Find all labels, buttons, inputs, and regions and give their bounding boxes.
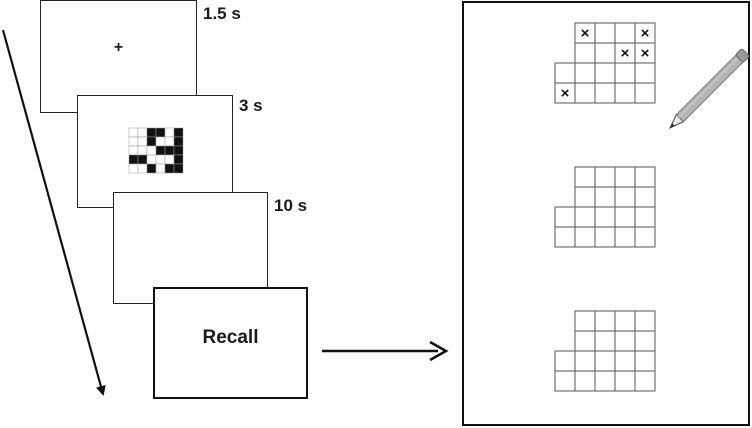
pattern-cell-filled — [173, 154, 184, 165]
pattern-cell-filled — [146, 136, 157, 147]
pattern-cell-filled — [164, 163, 175, 174]
answer-cell[interactable] — [634, 166, 656, 188]
answer-cell[interactable] — [594, 370, 616, 392]
answer-cell[interactable] — [574, 330, 596, 352]
answer-cell[interactable] — [634, 186, 656, 208]
answer-cell[interactable] — [594, 186, 616, 208]
pattern-cell-empty — [128, 127, 139, 138]
answer-cell[interactable] — [554, 62, 576, 84]
answer-mark: × — [561, 85, 570, 102]
answer-cell[interactable] — [594, 82, 616, 104]
answer-cell[interactable] — [574, 82, 596, 104]
answer-cell[interactable] — [554, 206, 576, 228]
answer-cell[interactable] — [574, 370, 596, 392]
answer-cell[interactable] — [614, 82, 636, 104]
answer-mark: × — [621, 45, 630, 62]
pattern-cell-empty — [146, 154, 157, 165]
answer-cell[interactable] — [614, 350, 636, 372]
answer-cell[interactable] — [574, 310, 596, 332]
answer-cell[interactable] — [634, 310, 656, 332]
answer-cell[interactable] — [614, 166, 636, 188]
answer-cell[interactable] — [634, 82, 656, 104]
pattern-cell-filled — [137, 154, 148, 165]
pattern-cell-filled — [164, 145, 175, 156]
pattern-cell-empty — [155, 163, 166, 174]
answer-cell[interactable] — [574, 206, 596, 228]
answer-cell[interactable] — [554, 350, 576, 372]
answer-cell[interactable] — [634, 370, 656, 392]
pattern-cell-filled — [173, 127, 184, 138]
answer-mark: × — [641, 25, 650, 42]
answer-cell[interactable] — [594, 310, 616, 332]
answer-cell[interactable] — [614, 226, 636, 248]
pattern-cell-empty — [164, 127, 175, 138]
pattern-cell-empty — [137, 163, 148, 174]
answer-cell[interactable] — [594, 350, 616, 372]
recall-label: Recall — [202, 327, 259, 348]
answer-cell[interactable] — [594, 206, 616, 228]
answer-cell[interactable] — [634, 62, 656, 84]
pattern-cell-empty — [155, 136, 166, 147]
answer-cell[interactable] — [634, 206, 656, 228]
answer-cell[interactable] — [574, 350, 596, 372]
fixation-screen: + — [40, 0, 197, 113]
fixation-cross: + — [113, 39, 124, 56]
answer-cell[interactable] — [574, 186, 596, 208]
answer-cell[interactable] — [614, 186, 636, 208]
answer-cell[interactable] — [574, 166, 596, 188]
answer-cell[interactable] — [574, 62, 596, 84]
answer-grid-2[interactable] — [554, 166, 658, 250]
pattern-cell-empty — [164, 154, 175, 165]
answer-cell[interactable] — [614, 22, 636, 44]
answer-cell[interactable] — [634, 226, 656, 248]
pattern-cell-filled — [155, 145, 166, 156]
answer-cell[interactable] — [614, 370, 636, 392]
retention-duration: 10 s — [274, 196, 308, 215]
answer-cell[interactable] — [614, 206, 636, 228]
recall-screen: Recall — [153, 287, 308, 399]
pattern-cell-filled — [146, 127, 157, 138]
pattern-cell-filled — [173, 163, 184, 174]
pattern-cell-filled — [173, 136, 184, 147]
answer-cell[interactable] — [634, 330, 656, 352]
answer-cell[interactable] — [574, 42, 596, 64]
answer-cell[interactable] — [554, 226, 576, 248]
answer-cell[interactable] — [614, 310, 636, 332]
answer-cell[interactable] — [594, 166, 616, 188]
pattern-cell-empty — [128, 145, 139, 156]
answer-cell[interactable] — [574, 226, 596, 248]
answer-grid-1[interactable]: × × × × × — [554, 22, 658, 106]
answer-cell[interactable] — [594, 42, 616, 64]
pattern-cell-empty — [155, 154, 166, 165]
answer-cell[interactable] — [594, 62, 616, 84]
pattern-cell-empty — [137, 145, 148, 156]
pattern-cell-empty — [137, 127, 148, 138]
pattern-cell-empty — [146, 145, 157, 156]
pattern-cell-empty — [164, 136, 175, 147]
pattern-cell-filled — [146, 163, 157, 174]
answer-cell[interactable] — [594, 22, 616, 44]
answer-cell[interactable] — [614, 62, 636, 84]
pattern-grid — [128, 127, 184, 174]
pattern-cell-filled — [155, 127, 166, 138]
pattern-cell-empty — [128, 163, 139, 174]
arrow-right-icon — [322, 340, 449, 362]
pattern-cell-empty — [137, 136, 148, 147]
answer-mark: × — [641, 45, 650, 62]
pattern-cell-empty — [128, 136, 139, 147]
answer-cell[interactable] — [594, 330, 616, 352]
pattern-duration: 3 s — [239, 96, 263, 115]
pattern-cell-filled — [128, 154, 139, 165]
answer-cell[interactable] — [614, 330, 636, 352]
answer-cell[interactable] — [554, 370, 576, 392]
answer-cell[interactable] — [594, 226, 616, 248]
answer-grid-3[interactable] — [554, 310, 658, 394]
pattern-cell-filled — [173, 145, 184, 156]
answer-mark: × — [581, 25, 590, 42]
fixation-duration: 1.5 s — [203, 4, 241, 23]
answer-cell[interactable] — [634, 350, 656, 372]
pencil-icon — [668, 48, 750, 130]
